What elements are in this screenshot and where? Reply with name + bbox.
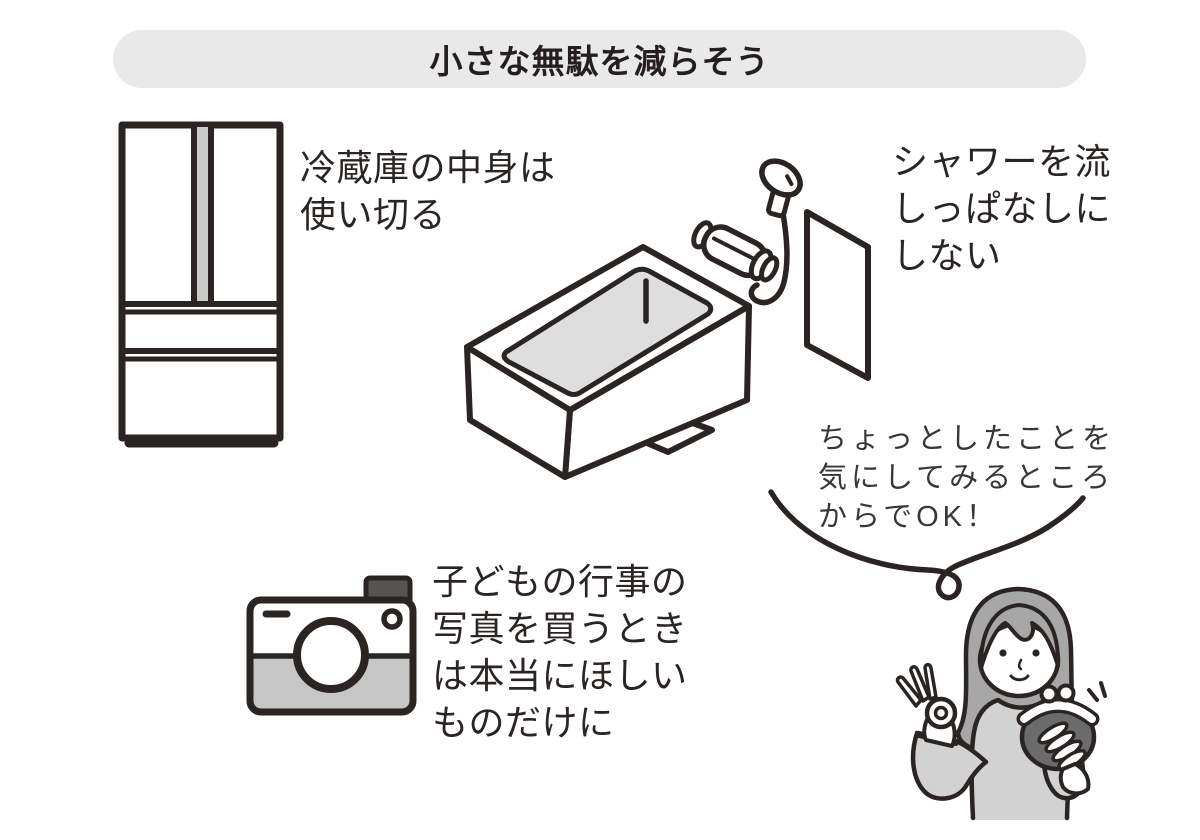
shower-note: シャワーを流 しっぱなしに しない bbox=[892, 138, 1111, 279]
camera-note: 子どもの行事の 写真を買うとき は本当にほしい ものだけに bbox=[432, 558, 688, 746]
camera-note-line: ものだけに bbox=[432, 702, 615, 743]
camera-note-line: 子どもの行事の bbox=[432, 561, 688, 602]
speech-bubble-tail bbox=[768, 489, 1086, 601]
camera-note-line: 写真を買うとき bbox=[432, 608, 688, 649]
camera-viewfinder bbox=[381, 608, 403, 630]
shower-note-line: シャワーを流 bbox=[892, 141, 1112, 182]
speech-bubble-line: 気にしてみるところ bbox=[818, 462, 1115, 494]
title-banner: 小さな無駄を減らそう bbox=[113, 30, 1086, 88]
camera-lens bbox=[293, 617, 369, 693]
shower-note-line: しない bbox=[892, 235, 1002, 276]
ok-hand bbox=[895, 662, 958, 748]
speech-bubble-line: からでOK！ bbox=[818, 501, 1000, 533]
refrigerator-illustration bbox=[118, 121, 284, 448]
speech-bubble-line: ちょっとしたことを bbox=[818, 423, 1116, 455]
shower-head-icon bbox=[759, 158, 803, 198]
fridge-note-line: 冷蔵庫の中身は bbox=[300, 147, 556, 188]
tub-inner-surface bbox=[501, 266, 714, 397]
page-title: 小さな無駄を減らそう bbox=[429, 43, 770, 80]
shower-hose bbox=[748, 210, 790, 306]
fridge-note-line: 使い切る bbox=[300, 194, 447, 235]
bathtub-illustration bbox=[464, 158, 871, 480]
camera-illustration bbox=[246, 575, 417, 716]
bath-faucet bbox=[691, 220, 780, 283]
emphasis-marks bbox=[1087, 681, 1107, 702]
shower-note-line: しっぱなしに bbox=[892, 188, 1112, 229]
hair-bangs bbox=[978, 603, 1061, 670]
camera-note-line: は本当にほしい bbox=[432, 655, 688, 696]
fridge-note: 冷蔵庫の中身は 使い切る bbox=[300, 144, 556, 238]
bath-panel bbox=[804, 209, 871, 381]
woman-illustration bbox=[895, 586, 1107, 821]
gripping-hand bbox=[1037, 721, 1091, 796]
speech-bubble-text: ちょっとしたことを 気にしてみるところ からでOK！ bbox=[818, 420, 1115, 537]
